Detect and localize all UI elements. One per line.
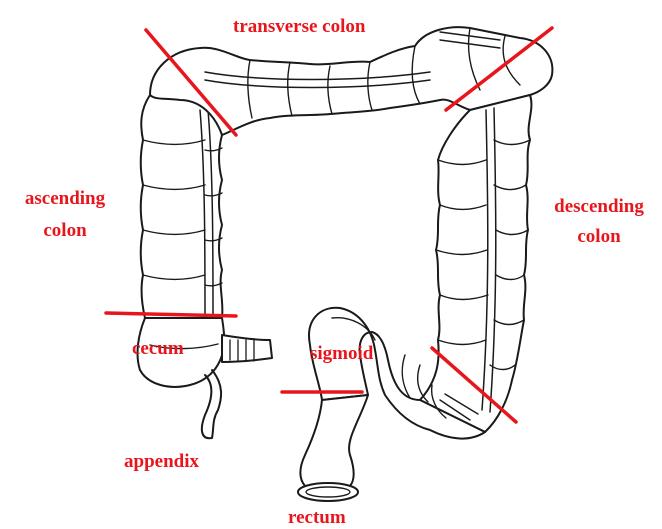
- descending-colon-shape: [420, 95, 531, 432]
- label-descending-colon-line2: colon: [538, 225, 660, 248]
- ascending-colon-shape: [141, 95, 223, 318]
- label-transverse-colon: transverse colon: [233, 15, 365, 38]
- rectum-opening: [298, 483, 358, 501]
- label-rectum: rectum: [288, 506, 346, 529]
- label-ascending-colon-line1: ascending: [10, 187, 120, 210]
- label-appendix: appendix: [124, 450, 199, 473]
- label-cecum: cecum: [132, 337, 184, 360]
- label-ascending-colon-line2: colon: [10, 219, 120, 242]
- label-descending-colon-line1: descending: [538, 195, 660, 218]
- rectum-shape: [300, 395, 368, 486]
- appendix-shape: [202, 370, 221, 438]
- label-sigmoid: sigmoid: [310, 342, 373, 365]
